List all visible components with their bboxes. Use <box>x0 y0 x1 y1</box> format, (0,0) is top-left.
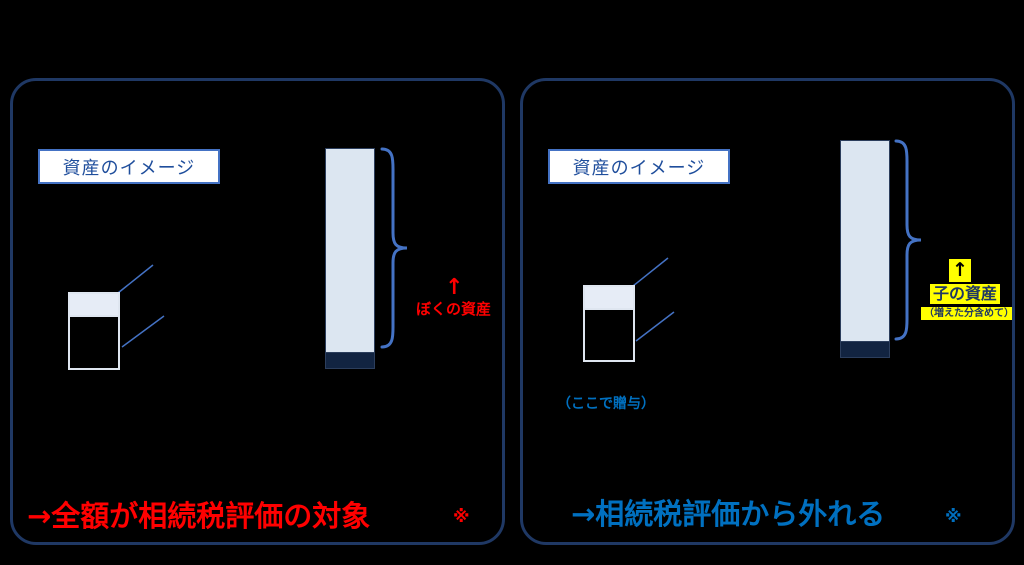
left-conclusion-text: →全額が相続税評価の対象 <box>27 499 371 533</box>
gift-timing-note: （ここで贈与） <box>557 396 655 412</box>
child-assets-annotation: 子の資産 <box>930 284 1001 304</box>
small-asset-bar-top-segment <box>70 294 118 317</box>
tall-asset-bar <box>840 140 890 358</box>
right-panel: 資産のイメージ ↑ 子の資産 （増えた分含めて） （ここで贈与） →相続税評価か… <box>520 78 1015 545</box>
asset-image-label: 資産のイメージ <box>38 149 220 184</box>
curly-brace-icon <box>380 147 408 349</box>
tall-asset-bar <box>325 148 375 369</box>
left-reference-mark: ※ <box>453 507 470 527</box>
left-panel: 資産のイメージ ↑ ぼくの資産 →全額が相続税評価の対象 ※ <box>10 78 505 545</box>
tall-asset-bar-base-segment <box>325 352 375 369</box>
up-arrow-icon: ↑ <box>445 275 464 300</box>
small-asset-bar-top-segment <box>585 287 633 310</box>
child-assets-annotation-sub: （増えた分含めて） <box>921 307 1014 320</box>
tall-asset-bar-base-segment <box>840 341 890 358</box>
my-assets-annotation: ぼくの資産 <box>416 300 492 318</box>
small-asset-bar <box>68 292 120 370</box>
up-arrow-icon: ↑ <box>949 259 971 282</box>
asset-image-label: 資産のイメージ <box>548 149 730 184</box>
right-conclusion-text: →相続税評価から外れる <box>571 497 886 531</box>
right-reference-mark: ※ <box>945 507 962 527</box>
small-asset-bar <box>583 285 635 362</box>
curly-brace-icon <box>894 139 922 341</box>
